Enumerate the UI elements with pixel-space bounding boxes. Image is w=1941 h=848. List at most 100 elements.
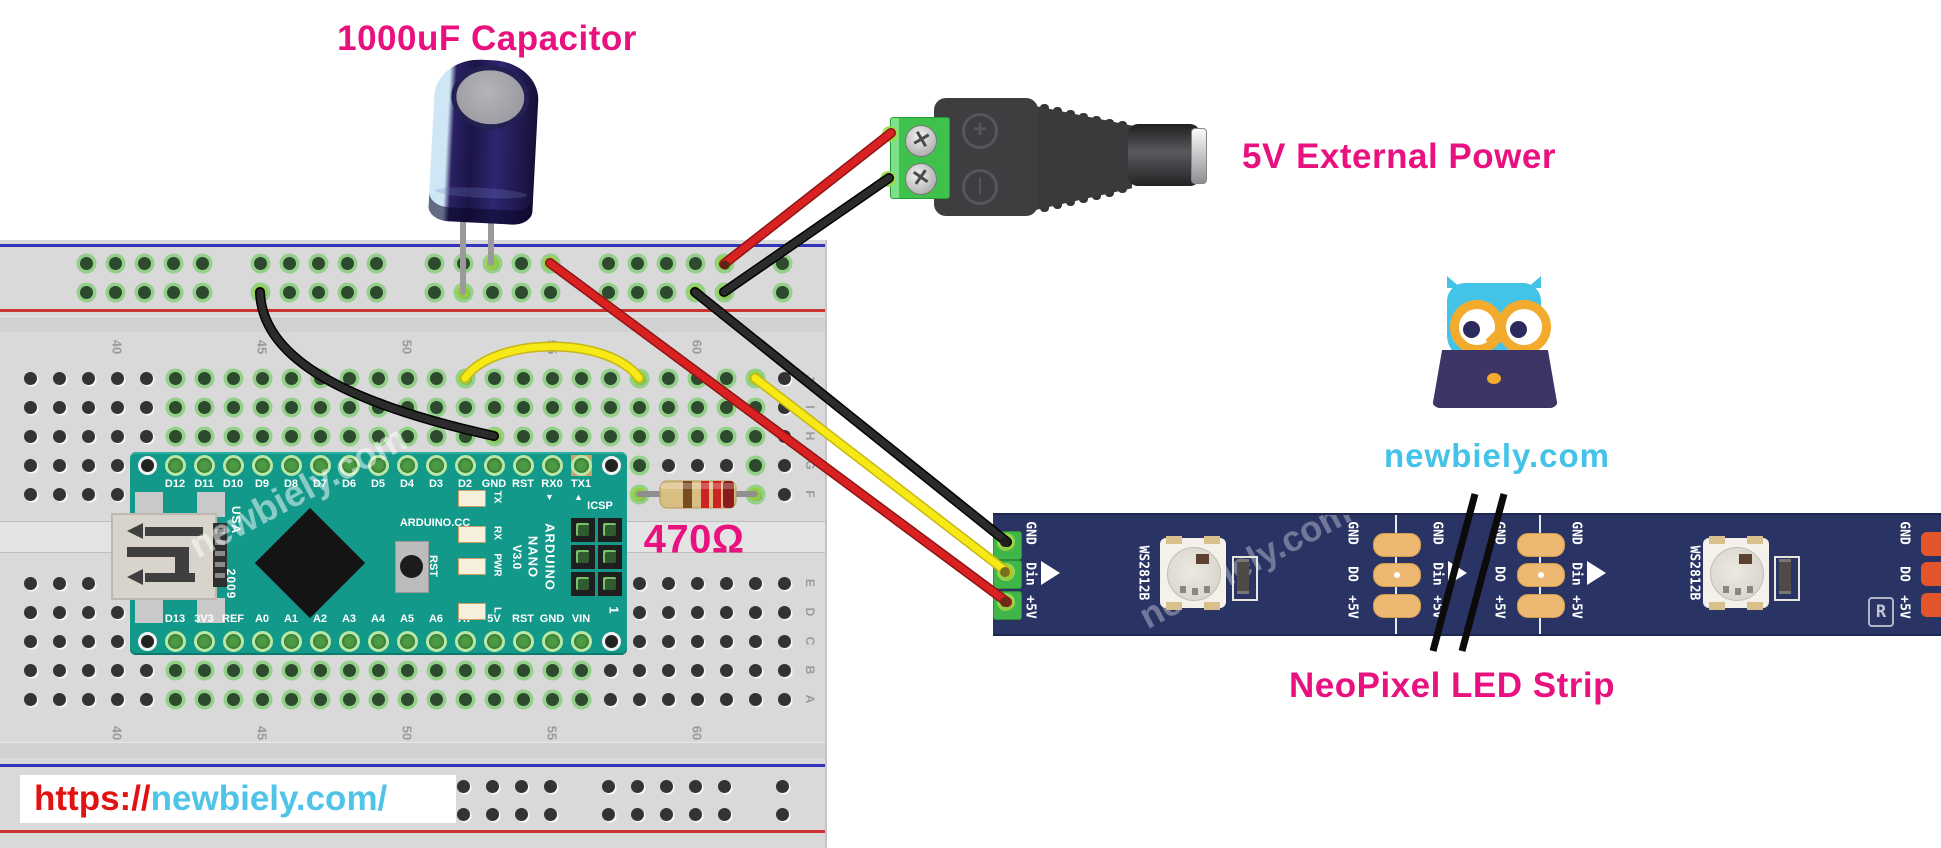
breadboard-hole (601, 256, 615, 270)
nano-pin-top (193, 454, 215, 476)
breadboard-hole (632, 400, 646, 414)
breadboard-hole (400, 663, 414, 677)
breadboard-hole (197, 692, 211, 706)
breadboard-hole (719, 663, 733, 677)
breadboard-hole (52, 576, 66, 590)
usb-pad (135, 492, 163, 517)
strip-pad-label: GND (1568, 521, 1584, 545)
nano-pin-label: D8 (283, 478, 299, 490)
owl-glasses-right (1497, 300, 1551, 354)
breadboard-hole (777, 487, 791, 501)
breadboard-hole (79, 285, 93, 299)
breadboard-hole (342, 371, 356, 385)
breadboard-hole (543, 779, 557, 793)
breadboard-hole (400, 400, 414, 414)
column-number: 40 (109, 725, 125, 741)
breadboard-hole (777, 429, 791, 443)
reset-button-cap (400, 555, 423, 578)
led-die (1739, 554, 1752, 564)
nano-pin-label: D3 (428, 478, 444, 490)
breadboard-hole (487, 663, 501, 677)
breadboard-hole (661, 576, 675, 590)
breadboard-hole (748, 663, 762, 677)
column-number: 45 (254, 725, 270, 741)
icsp-pin (571, 545, 595, 569)
breadboard-hole (429, 400, 443, 414)
led-mark (1204, 586, 1210, 593)
icsp-pin (598, 545, 622, 569)
breadboard-hole (458, 400, 472, 414)
model-arduino: ARDUINO (542, 523, 558, 591)
nano-pin-bottom (570, 630, 592, 652)
breadboard-hole (661, 429, 675, 443)
usb-glyph-bar2 (145, 573, 195, 582)
breadboard-hole (574, 429, 588, 443)
nano-pin-bottom (222, 630, 244, 652)
row-letter: A (803, 694, 817, 704)
strip-pad-label: +5V (1491, 595, 1507, 619)
breadboard-hole (197, 429, 211, 443)
strip-pad-label: GND (1344, 521, 1360, 545)
breadboard-hole (630, 807, 644, 821)
led-pad (1709, 536, 1725, 544)
breadboard-hole (23, 458, 37, 472)
icsp-pin1-label: 1 (606, 606, 622, 614)
breadboard-hole (197, 663, 211, 677)
breadboard-hole (688, 256, 702, 270)
nano-pin-bottom (483, 630, 505, 652)
dc-jack-barrel (1128, 124, 1200, 186)
strip-input-pad (993, 591, 1022, 620)
nano-pin-label: A3 (341, 613, 357, 625)
reset-label: RST (427, 555, 439, 577)
nano-pin-label: A0 (254, 613, 270, 625)
status-led-label: RX (491, 526, 503, 540)
model-v30: V3.0 (510, 544, 524, 570)
breadboard-hole (139, 400, 153, 414)
column-number: 55 (544, 339, 560, 355)
ws2812b-led (1160, 536, 1226, 610)
nano-pin-label: 3V3 (194, 613, 214, 625)
capacitor-top (449, 63, 531, 132)
breadboard-hole (748, 634, 762, 648)
breadboard-hole (52, 487, 66, 501)
breadboard-hole (775, 779, 789, 793)
nano-pin-label: D4 (399, 478, 415, 490)
breadboard-hole (545, 371, 559, 385)
row-letter: I (803, 405, 817, 409)
nano-pin-top (222, 454, 244, 476)
led-pad (1747, 602, 1763, 610)
breadboard-hole (282, 256, 296, 270)
breadboard-hole (110, 634, 124, 648)
breadboard-hole (313, 663, 327, 677)
terminal-screw: ✕ (902, 160, 940, 198)
url-protocol: https:// (34, 779, 151, 818)
breadboard-hole (284, 663, 298, 677)
breadboard-hole (52, 605, 66, 619)
breadboard-hole (632, 429, 646, 443)
breadboard-hole (688, 779, 702, 793)
breadboard-hole (777, 663, 791, 677)
breadboard-hole (514, 779, 528, 793)
breadboard-hole (456, 807, 470, 821)
breadboard-hole (514, 256, 528, 270)
breadboard-hole (313, 371, 327, 385)
breadboard-hole (429, 692, 443, 706)
breadboard-hole (369, 256, 383, 270)
breadboard-hole (748, 692, 762, 706)
breadboard-hole (514, 807, 528, 821)
led-mark (1735, 588, 1741, 595)
rail-line-blue-bottom (0, 764, 825, 767)
terminal-screw: ✕ (901, 121, 941, 161)
column-number: 60 (689, 725, 705, 741)
nano-pin-label: D7 (312, 478, 328, 490)
breadboard-hole (690, 634, 704, 648)
breadboard-hole (777, 634, 791, 648)
breadboard-hole (574, 371, 588, 385)
strip-pad-label: GND (1896, 521, 1912, 545)
breadboard-hole (197, 371, 211, 385)
breadboard-hole (748, 429, 762, 443)
strip-pad-label: DO (1896, 565, 1912, 582)
breadboard-hole (52, 429, 66, 443)
breadboard-hole (690, 429, 704, 443)
